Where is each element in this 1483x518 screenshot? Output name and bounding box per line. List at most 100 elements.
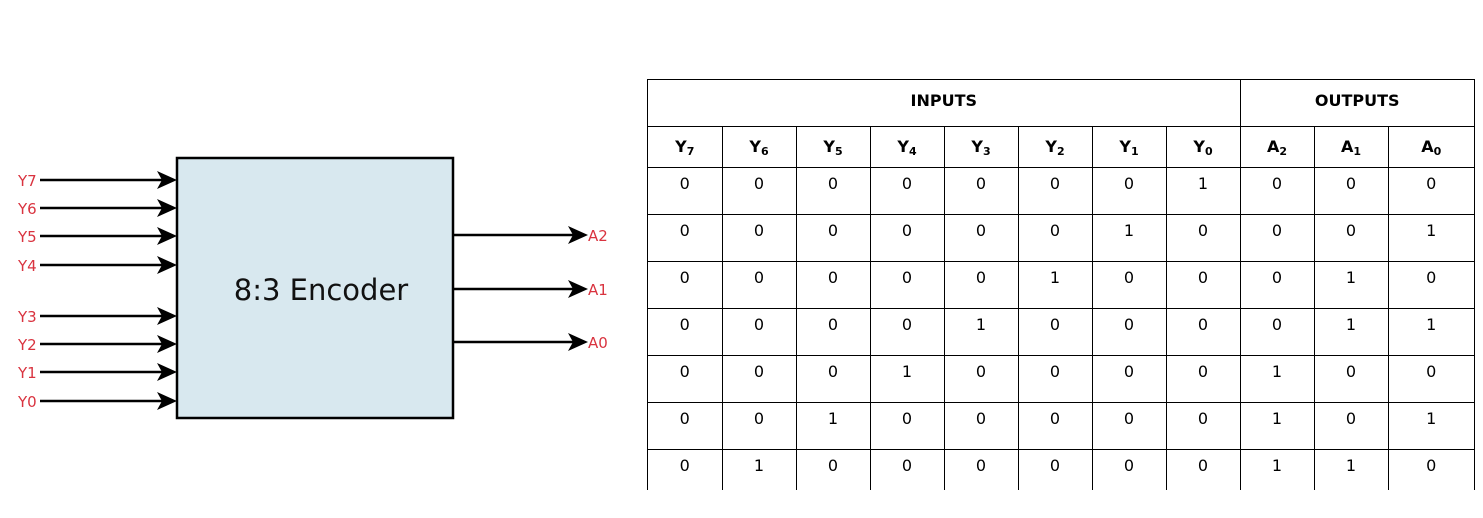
input-arrow-y0: [40, 392, 177, 410]
input-label-y3: Y3: [17, 308, 37, 326]
table-cell: 0: [1387, 355, 1474, 403]
table-cell: 0: [795, 449, 871, 490]
table-cell: 1: [943, 308, 1019, 356]
column-header-letter: Y: [823, 136, 835, 156]
table-cell: 0: [648, 308, 723, 356]
table-cell: 0: [1239, 167, 1315, 215]
column-header-letter: Y: [1193, 136, 1205, 156]
input-arrow-y2: [40, 335, 177, 353]
table-cell: 0: [1239, 214, 1315, 262]
column-header-a2: A2: [1239, 126, 1315, 168]
outputs-group-header: OUTPUTS: [1239, 80, 1474, 127]
column-header-y2: Y2: [1017, 126, 1093, 168]
table-cell: 0: [795, 214, 871, 262]
table-cell: 0: [1091, 308, 1167, 356]
table-cell: 0: [1313, 355, 1389, 403]
column-header-letter: Y: [749, 136, 761, 156]
table-cell: 1: [1165, 167, 1241, 215]
table-cell: 1: [869, 355, 945, 403]
table-cell: 0: [1091, 261, 1167, 309]
table-cell: 0: [869, 308, 945, 356]
table-cell: 0: [1313, 214, 1389, 262]
table-cell: 0: [943, 402, 1019, 450]
table-cell: 0: [1091, 355, 1167, 403]
table-cell: 0: [1091, 402, 1167, 450]
table-cell: 0: [1165, 402, 1241, 450]
input-arrow-y6: [40, 199, 177, 217]
table-cell: 0: [1091, 449, 1167, 490]
table-cell: 1: [1239, 355, 1315, 403]
column-header-subscript: 7: [686, 144, 695, 158]
column-header-y5: Y5: [795, 126, 871, 168]
table-cell: 0: [1387, 449, 1474, 490]
column-header-subscript: 3: [982, 144, 991, 158]
table-cell: 1: [1091, 214, 1167, 262]
input-label-y5: Y5: [17, 228, 37, 246]
column-header-letter: Y: [675, 136, 687, 156]
table-cell: 1: [1387, 214, 1474, 262]
table-cell: 0: [1017, 214, 1093, 262]
table-cell: 0: [1017, 355, 1093, 403]
table-cell: 0: [795, 355, 871, 403]
table-cell: 0: [721, 355, 797, 403]
table-cell: 0: [1017, 308, 1093, 356]
output-label-a0: A0: [588, 334, 608, 352]
input-label-y6: Y6: [17, 200, 37, 218]
table-cell: 0: [1239, 308, 1315, 356]
input-arrow-y5: [40, 227, 177, 245]
column-header-subscript: 4: [908, 144, 917, 158]
table-cell: 0: [943, 261, 1019, 309]
table-cell: 0: [648, 402, 723, 450]
table-cell: 1: [1017, 261, 1093, 309]
table-cell: 0: [721, 402, 797, 450]
table-cell: 1: [1313, 308, 1389, 356]
column-header-subscript: 0: [1433, 144, 1442, 158]
table-cell: 0: [943, 449, 1019, 490]
column-header-letter: Y: [1045, 136, 1057, 156]
column-header-y6: Y6: [721, 126, 797, 168]
output-label-a1: A1: [588, 281, 608, 299]
column-header-y1: Y1: [1091, 126, 1167, 168]
group-header-row: INPUTS OUTPUTS: [648, 80, 1474, 127]
table-cell: 0: [1017, 402, 1093, 450]
table-cell: 0: [648, 449, 723, 490]
input-arrow-y1: [40, 363, 177, 381]
encoder-block-label: 8:3 Encoder: [234, 273, 409, 307]
table-cell: 1: [1387, 308, 1474, 356]
table-cell: 0: [1313, 402, 1389, 450]
table-cell: 0: [648, 261, 723, 309]
table-cell: 0: [1165, 449, 1241, 490]
table-cell: 0: [1239, 261, 1315, 309]
table-cell: 0: [1387, 261, 1474, 309]
table-cell: 0: [1017, 449, 1093, 490]
table-cell: 0: [1387, 167, 1474, 215]
column-header-letter: A: [1266, 136, 1280, 156]
column-header-subscript: 1: [1353, 144, 1362, 158]
input-label-y0: Y0: [17, 393, 37, 411]
table-cell: 0: [869, 167, 945, 215]
input-label-y4: Y4: [17, 257, 37, 275]
table-cell: 1: [1239, 402, 1315, 450]
column-header-subscript: 2: [1279, 144, 1288, 158]
table-cell: 0: [795, 167, 871, 215]
input-label-y1: Y1: [17, 364, 37, 382]
table-cell: 0: [648, 355, 723, 403]
table-cell: 0: [869, 214, 945, 262]
table-cell: 1: [1239, 449, 1315, 490]
table-cell: 0: [648, 167, 723, 215]
column-header-subscript: 5: [834, 144, 843, 158]
table-cell: 0: [721, 308, 797, 356]
table-cell: 0: [943, 167, 1019, 215]
table-cell: 0: [648, 214, 723, 262]
input-arrow-y7: [40, 171, 177, 189]
column-header-subscript: 1: [1130, 144, 1139, 158]
